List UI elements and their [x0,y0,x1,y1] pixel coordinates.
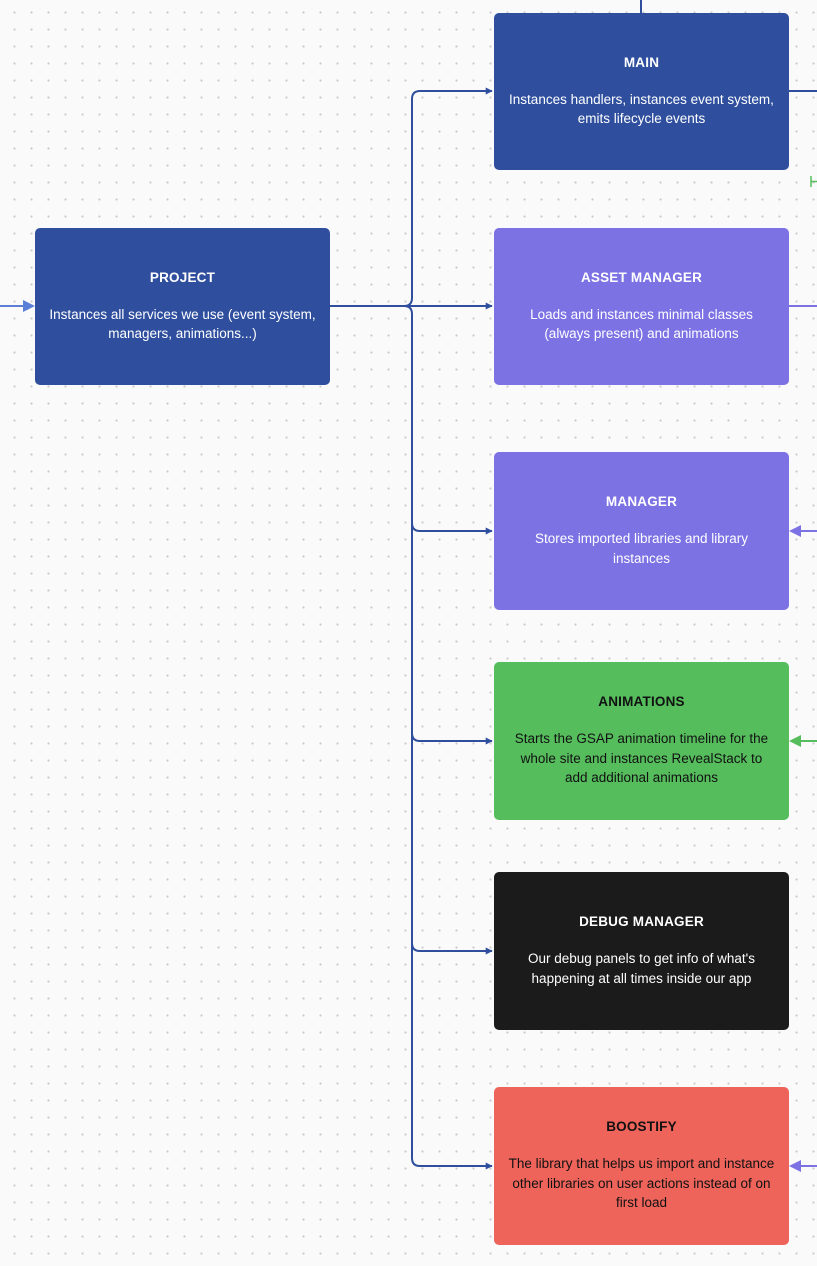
node-project-description: Instances all services we use (event sys… [49,306,316,342]
node-main-description: Instances handlers, instances event syst… [509,91,774,127]
node-debug-manager-title: DEBUG MANAGER [579,914,704,929]
node-animations-title: ANIMATIONS [598,694,685,710]
arrowhead-into-animations [789,735,801,747]
connector-project-manager [411,522,493,535]
node-main[interactable]: MAIN Instances handlers, instances event… [494,13,789,170]
connector-trunk [403,305,413,1158]
node-debug-manager[interactable]: DEBUG MANAGER Our debug panels to get in… [494,872,789,1030]
node-debug-manager-description: Our debug panels to get info of what's h… [528,951,755,986]
node-project-title: PROJECT [149,269,216,285]
connector-project-boostify [411,1157,493,1170]
node-asset-manager[interactable]: ASSET MANAGER Loads and instances minima… [494,228,789,385]
node-boostify-description: The library that helps us import and ins… [508,1156,775,1211]
node-animations[interactable]: ANIMATIONS Starts the GSAP animation tim… [494,662,789,820]
arrowhead-into-manager [789,525,801,537]
connector-project-debug [411,942,493,955]
connector-project-main [403,87,493,307]
node-main-title: MAIN [623,54,660,70]
arrowhead-into-boostify [789,1160,801,1172]
node-manager-title: MANAGER [605,494,678,509]
node-manager[interactable]: MANAGER Stores imported libraries and li… [494,452,789,610]
node-animations-description: Starts the GSAP animation timeline for t… [514,731,769,786]
node-boostify-title: BOOSTIFY [606,1119,677,1135]
node-asset-manager-description: Loads and instances minimal classes (alw… [530,306,753,342]
node-project[interactable]: PROJECT Instances all services we use (e… [35,228,330,385]
node-asset-manager-title: ASSET MANAGER [580,269,703,285]
connector-stub-green [810,176,817,187]
connector-project-animations [411,732,493,745]
node-boostify[interactable]: BOOSTIFY The library that helps us impor… [494,1087,789,1245]
arrowhead-into-project [23,300,35,312]
node-manager-description: Stores imported libraries and library in… [534,531,749,566]
